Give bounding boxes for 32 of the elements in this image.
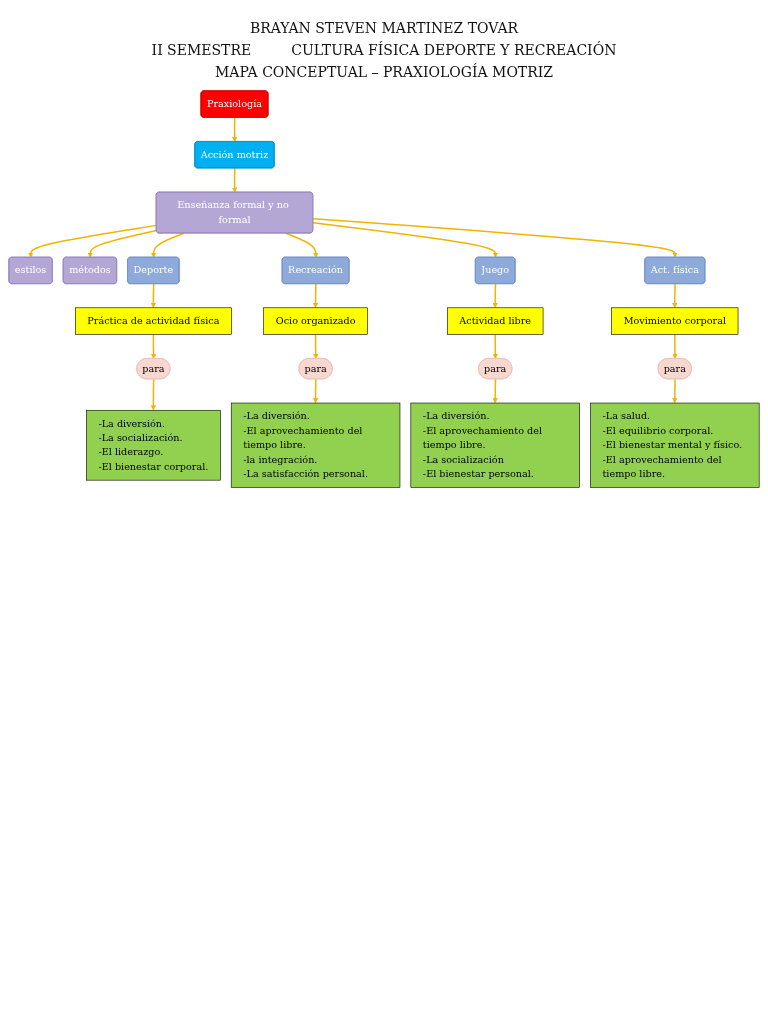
arrow xyxy=(672,333,678,359)
arrow xyxy=(232,167,238,193)
arrow xyxy=(150,232,185,258)
course-label: II SEMESTRE xyxy=(151,42,252,58)
arrow xyxy=(312,217,678,258)
arrow xyxy=(87,229,158,258)
arrow xyxy=(150,283,157,309)
arrow xyxy=(672,283,678,309)
author-name: BRAYAN STEVEN MARTINEZ TOVAR xyxy=(248,20,520,36)
node-box: Actividad libre xyxy=(447,307,544,335)
node-box: -La diversión. -La socialización. -El liderazgo. -El bienestar corporal. xyxy=(86,409,221,481)
arrow xyxy=(492,333,499,359)
arrow xyxy=(492,378,498,404)
node-box: -La diversión. -El aprovechamiento del tiempo libre. -la integración. -La satisfacción personal. xyxy=(230,402,401,488)
arrow xyxy=(313,333,319,359)
arrow xyxy=(672,378,678,404)
arrow xyxy=(312,378,319,404)
arrow xyxy=(285,232,319,258)
node-box: -La salud. -El equilibrio corporal. -El bienestar mental y físico. -El aprovechamiento del tiempo libre. xyxy=(590,402,760,488)
arrow xyxy=(492,283,498,309)
arrow xyxy=(150,378,157,411)
arrow xyxy=(312,283,319,309)
node-box: Movimiento corporal xyxy=(611,307,739,335)
node-box: -La diversión. -El aprovechamiento del tiempo libre. -La socialización -El bienestar personal. xyxy=(410,402,580,488)
arrow xyxy=(150,333,157,359)
node-box: Ocio organizado xyxy=(263,307,368,335)
map-title: MAPA CONCEPTUAL – PRAXIOLOGÍA MOTRIZ xyxy=(214,64,554,80)
node-box: Práctica de actividad física xyxy=(75,307,232,335)
arrow xyxy=(312,221,499,258)
arrow xyxy=(232,116,238,142)
arrow xyxy=(28,224,158,258)
course-label: CULTURA FÍSICA DEPORTE Y RECREACIÓN xyxy=(291,42,617,58)
